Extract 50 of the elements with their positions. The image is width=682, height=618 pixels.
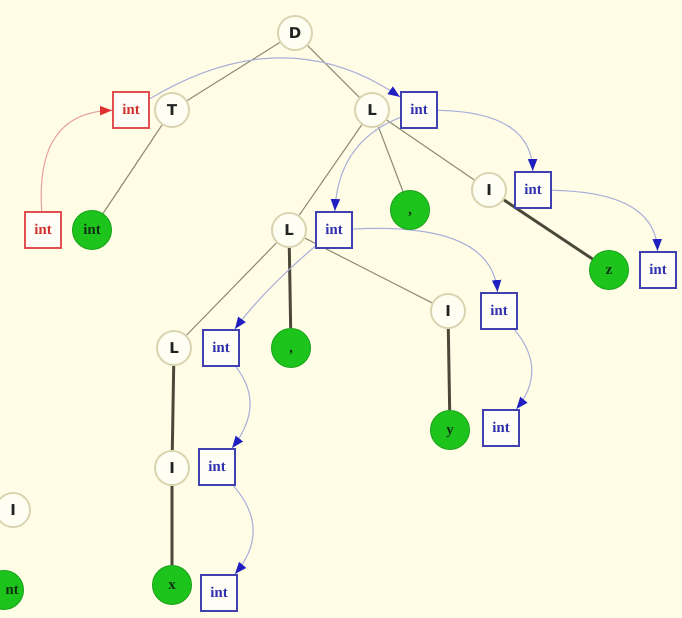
token-leaf-node: ,: [390, 190, 430, 230]
grammar-symbol-node: L: [354, 92, 390, 128]
tree-edge: [170, 486, 174, 565]
tree-edge: [307, 45, 360, 98]
attribute-box: int: [514, 171, 552, 209]
attribute-box: int: [480, 292, 518, 330]
attribute-box: int: [24, 211, 62, 249]
attribute-box: int: [202, 329, 240, 367]
attribute-arrow: [233, 486, 254, 574]
grammar-symbol-node: I: [0, 492, 31, 528]
grammar-symbol-node: I: [430, 293, 466, 329]
attribute-arrow: [150, 57, 400, 100]
tree-edge: [298, 124, 362, 216]
tree-edge: [170, 366, 176, 450]
tree-edge: [186, 42, 280, 101]
tree-edge: [378, 126, 404, 192]
attribute-box: int: [639, 251, 677, 289]
grammar-symbol-node: D: [277, 15, 313, 51]
tree-edge: [304, 238, 432, 304]
attribute-arrow: [40, 106, 112, 212]
attribute-box: int: [482, 409, 520, 447]
grammar-symbol-node: L: [271, 212, 307, 248]
attribute-arrow: [552, 190, 662, 252]
token-leaf-node: z: [589, 250, 629, 290]
tree-edge: [186, 242, 277, 336]
tree-edge: [503, 198, 594, 260]
tree-edge: [102, 124, 163, 214]
tree-edge: [446, 328, 452, 410]
token-leaf-node: int: [72, 210, 112, 250]
grammar-symbol-node: I: [154, 450, 190, 486]
grammar-symbol-node: I: [471, 172, 507, 208]
token-leaf-node: y: [430, 410, 470, 450]
tree-edge: [288, 248, 292, 328]
attribute-arrow: [232, 366, 251, 448]
token-leaf-node: ,: [271, 328, 311, 368]
token-leaf-node: x: [152, 565, 192, 605]
grammar-symbol-node: T: [154, 92, 190, 128]
attribute-box: int: [200, 574, 238, 612]
attribute-arrow: [438, 110, 537, 172]
attribute-arrow: [514, 330, 532, 410]
attribute-arrow: [352, 228, 500, 292]
attribute-box: int: [112, 91, 150, 129]
attribute-box: int: [315, 211, 353, 249]
token-leaf-node: nt: [0, 570, 24, 610]
attribute-arrow: [234, 246, 316, 330]
attribute-box: int: [400, 91, 438, 129]
attribute-box: int: [198, 448, 236, 486]
attribute-arrow: [331, 116, 400, 212]
tree-edge: [386, 120, 474, 180]
grammar-symbol-node: L: [156, 330, 192, 366]
